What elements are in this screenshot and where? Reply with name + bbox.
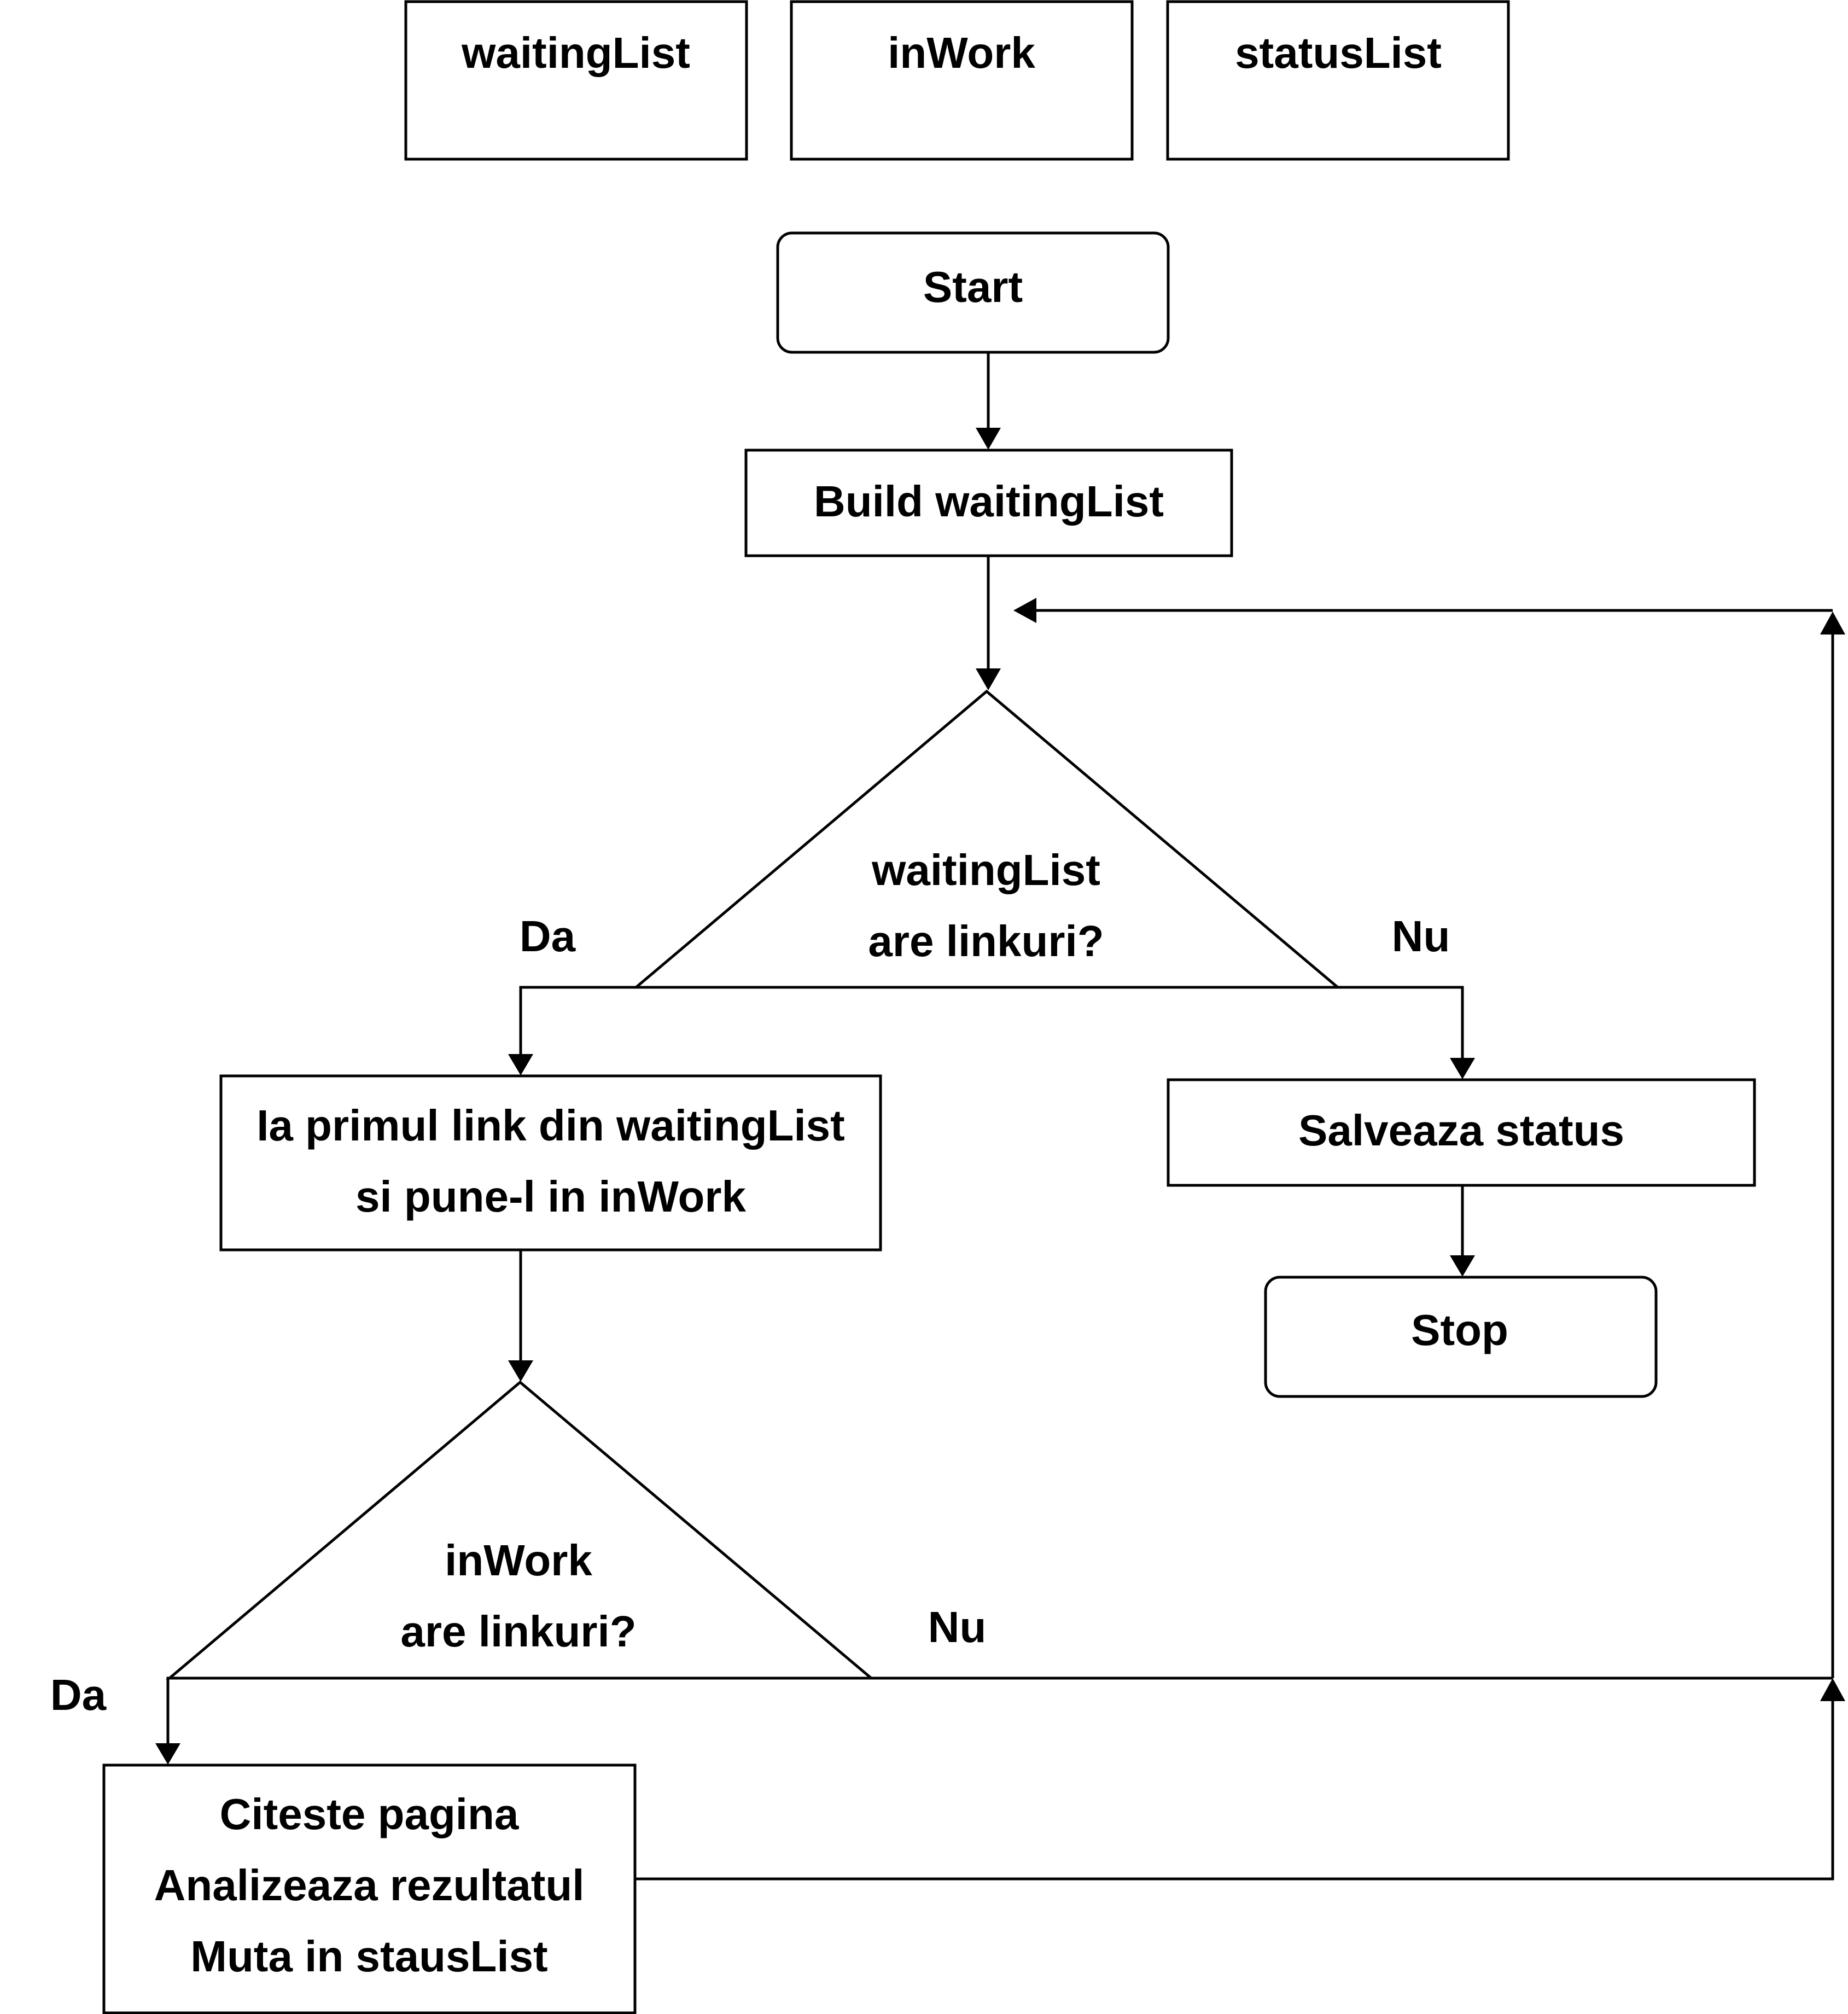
decision-waitinglist	[632, 689, 1342, 989]
take-line2: si pune-l in inWork	[355, 1172, 747, 1221]
read-line3: Muta in stausList	[190, 1932, 547, 1981]
waitinglist-box	[404, 0, 748, 161]
arrowhead-decision2	[508, 1360, 533, 1382]
decision-inwork	[166, 1380, 875, 1680]
arrowhead-loop	[1013, 598, 1036, 623]
decision2-line1: inWork	[445, 1536, 592, 1585]
arrowhead-save	[1450, 1058, 1475, 1079]
arrowhead-rail-top	[1820, 612, 1845, 635]
read-line1: Citeste pagina	[220, 1790, 519, 1838]
decision2-no-label: Nu	[928, 1603, 987, 1651]
stop-label: Stop	[1411, 1306, 1508, 1354]
connector-read-rail	[635, 1701, 1834, 1881]
take-line1: Ia primul link din waitingList	[256, 1101, 845, 1150]
read-page-box	[102, 1763, 637, 2014]
arrowhead-build	[976, 428, 1001, 450]
arrowhead-take	[508, 1054, 533, 1075]
decision2-line2: are linkuri?	[400, 1607, 636, 1656]
take-first-link-box	[219, 1074, 882, 1252]
inwork-box	[790, 0, 1134, 161]
decision1-line1: waitingList	[871, 846, 1100, 894]
arrowhead-read	[155, 1743, 180, 1765]
read-line2: Analizeaza rezultatul	[154, 1861, 585, 1910]
build-label: Build waitingList	[814, 477, 1164, 526]
start-terminal	[776, 231, 1170, 354]
arrowhead-decision1	[976, 668, 1001, 690]
decision2-yes-label: Da	[50, 1670, 107, 1719]
connector-decision1-yes	[519, 986, 636, 1054]
decision1-line2: are linkuri?	[868, 917, 1104, 965]
connector-decision2-yes	[166, 1677, 170, 1743]
connector-decision1-no	[1338, 986, 1464, 1058]
statuslist-box	[1166, 0, 1510, 161]
start-label: Start	[923, 263, 1023, 311]
stop-terminal	[1264, 1276, 1658, 1398]
arrowhead-rail-bottom	[1820, 1678, 1845, 1701]
decision1-yes-label: Da	[520, 912, 576, 961]
waitinglist-label: waitingList	[461, 28, 690, 77]
statuslist-label: statusList	[1235, 28, 1442, 77]
decision1-no-label: Nu	[1392, 912, 1450, 961]
save-label: Salveaza status	[1298, 1106, 1624, 1155]
arrowhead-stop	[1450, 1255, 1475, 1277]
inwork-label: inWork	[888, 28, 1035, 77]
